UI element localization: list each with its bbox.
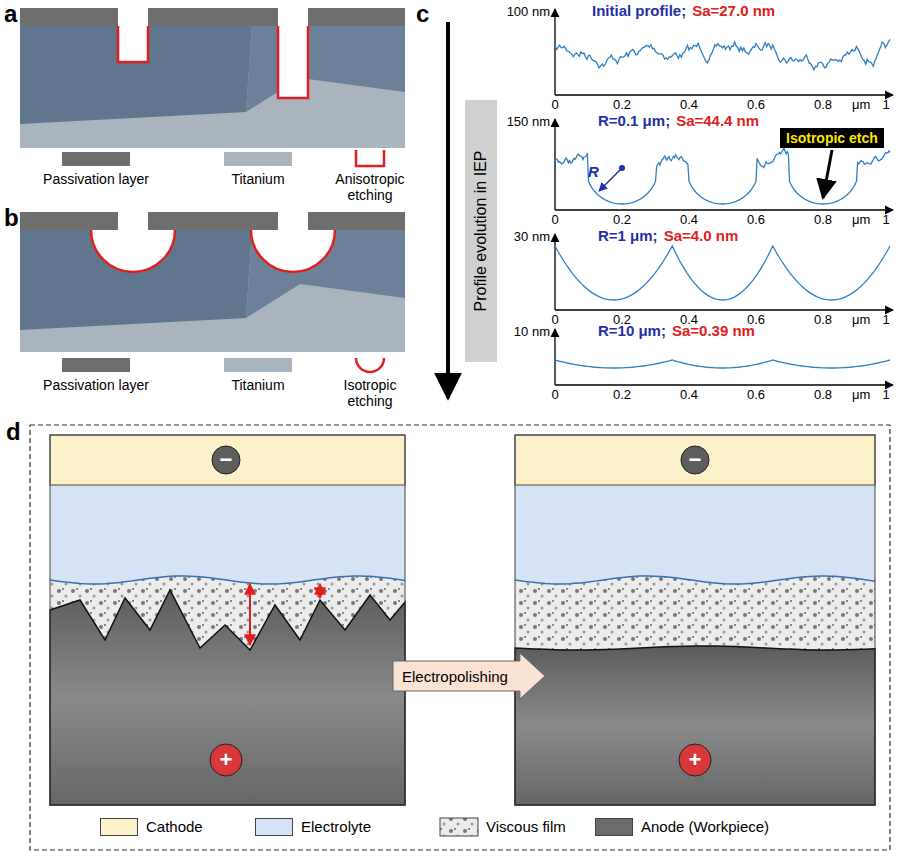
roughness-value: Sa=44.4 nm	[676, 112, 759, 129]
plot-title: R=1 μm;	[598, 227, 658, 244]
axis-scale: 30 nm	[514, 230, 550, 245]
callout-box: Isotropic etch	[780, 128, 884, 148]
node-text: −	[689, 449, 702, 471]
polarity-symbol: +	[209, 743, 243, 777]
tick-label: 0.2	[613, 388, 631, 403]
tick-label: 0.8	[814, 98, 832, 113]
legend-text: Passivation layer	[41, 377, 151, 393]
tick-label: 0.8	[814, 313, 832, 328]
tick-label: 0.6	[747, 98, 765, 113]
tick-label: 0.2	[613, 98, 631, 113]
panel-letter: a	[4, 0, 17, 28]
legend-text: Isotropic etching	[320, 377, 420, 409]
tick-label: 1	[882, 388, 889, 403]
legend-text: Anode (Workpiece)	[641, 818, 769, 835]
tick-label: 0.4	[680, 213, 698, 228]
legend-text: Anisotropic etching	[320, 171, 420, 203]
plot-title: R=10 μm;	[598, 322, 666, 339]
tick-label: 0.4	[680, 388, 698, 403]
plot-title: R=0.1 μm;	[598, 112, 670, 129]
legend-swatch	[224, 152, 292, 166]
panel-letter: d	[6, 418, 21, 446]
legend-swatch	[100, 818, 138, 836]
axis-unit: μm	[852, 313, 870, 328]
node-text: +	[689, 749, 702, 771]
node-text: Electropolishing	[402, 668, 508, 685]
axis-unit: μm	[852, 388, 870, 403]
node-text: −	[220, 449, 233, 471]
profile-plots	[448, 9, 893, 398]
axis-scale: 10 nm	[514, 325, 550, 340]
radius-label: R	[588, 163, 599, 180]
tick-label: 1	[882, 213, 889, 228]
legend-swatch	[62, 152, 130, 166]
polarity-symbol: −	[680, 445, 710, 475]
legend-text: Cathode	[146, 818, 203, 835]
panel-b-figure	[20, 212, 405, 372]
legend-text: Titanium	[203, 171, 313, 187]
tick-label: 0	[551, 213, 558, 228]
tick-label: 0	[551, 388, 558, 403]
node-text: Isotropic etch	[786, 130, 878, 146]
axis-scale: 100 nm	[507, 5, 550, 20]
tick-label: 1	[882, 313, 889, 328]
roughness-value: Sa=27.0 nm	[692, 2, 775, 19]
node-text: +	[220, 749, 233, 771]
tick-label: 1	[882, 98, 889, 113]
roughness-value: Sa=4.0 nm	[664, 227, 739, 244]
tick-label: 0.8	[814, 213, 832, 228]
legend-text: Titanium	[203, 377, 313, 393]
tick-label: 0.4	[680, 98, 698, 113]
polarity-symbol: +	[678, 743, 712, 777]
tick-label: 0	[551, 98, 558, 113]
legend-swatch	[255, 818, 293, 836]
tick-label: 0.6	[747, 213, 765, 228]
panel-letter: b	[4, 204, 19, 232]
roughness-value: Sa=0.39 nm	[672, 322, 755, 339]
tick-label: 0.8	[814, 388, 832, 403]
panel-letter: c	[416, 0, 429, 28]
legend-text: Passivation layer	[41, 171, 151, 187]
polarity-symbol: −	[211, 445, 241, 475]
tick-label: 0.2	[613, 213, 631, 228]
plot-title: Initial profile;	[592, 2, 686, 19]
process-arrow: Electropolishing	[392, 652, 546, 700]
axis-scale: 150 nm	[507, 115, 550, 130]
legend-text: Electrolyte	[301, 818, 371, 835]
tick-label: 0	[551, 313, 558, 328]
panel-a-figure	[20, 8, 405, 166]
axis-unit: μm	[852, 98, 870, 113]
node-text: Profile evolution in IEP	[472, 151, 490, 312]
legend-swatch	[595, 818, 633, 836]
legend-text: Viscous film	[486, 818, 566, 835]
process-band: Profile evolution in IEP	[465, 100, 497, 362]
panel-d-figure	[30, 425, 890, 850]
tick-label: 0.6	[747, 388, 765, 403]
legend-swatch	[224, 358, 292, 372]
axis-unit: μm	[852, 213, 870, 228]
legend-swatch	[62, 358, 130, 372]
